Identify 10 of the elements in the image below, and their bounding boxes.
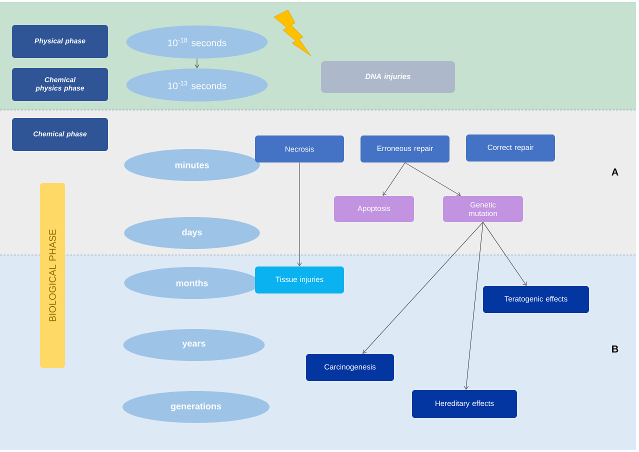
section-letter: A: [612, 168, 618, 176]
arrow: [404, 162, 461, 196]
arrow: [382, 162, 406, 196]
phase-band: BIOLOGICAL PHASE: [40, 183, 65, 368]
arrow: [464, 222, 484, 390]
arrow: [194, 58, 200, 68]
arrow: [297, 162, 302, 266]
section-letter: B: [612, 346, 618, 352]
arrow: [482, 222, 527, 286]
arrow: [362, 222, 484, 354]
